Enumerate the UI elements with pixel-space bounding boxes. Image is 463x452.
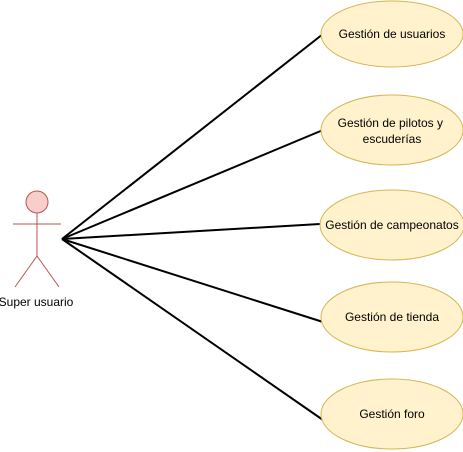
- use-case-label: Gestión de tienda: [345, 310, 439, 324]
- association-line-campeonatos: [61, 223, 321, 240]
- association-line-tienda: [61, 238, 324, 323]
- associations: [61, 33, 324, 421]
- use-case-pilotos-escuderias[interactable]: Gestión de pilotos y escuderías: [320, 94, 463, 166]
- use-case-label-line: Gestión de campeonatos: [325, 218, 458, 232]
- use-case-label: Gestión de usuarios: [339, 27, 446, 41]
- actor-right-leg: [36, 255, 60, 288]
- use-case-tienda[interactable]: Gestión de tienda: [320, 281, 463, 353]
- use-case-ellipse: [320, 94, 463, 166]
- use-case-label-line: Gestión de tienda: [345, 310, 439, 324]
- use-case-usuarios[interactable]: Gestión de usuarios: [320, 0, 463, 68]
- use-case-ellipse: [320, 281, 463, 353]
- use-case-label: Gestión de pilotos y escuderías: [338, 116, 447, 146]
- use-case-campeonatos[interactable]: Gestión de campeonatos: [319, 189, 463, 261]
- use-case-label-line: Gestión de usuarios: [339, 27, 446, 41]
- actor-left-leg: [14, 255, 38, 288]
- use-case-label-line: Gestión de pilotos y: [338, 116, 443, 130]
- association-line-foro: [61, 238, 324, 421]
- actor-head: [25, 190, 49, 214]
- association-line-pilotos: [61, 129, 324, 240]
- use-case-label-line: Gestión foro: [359, 407, 425, 421]
- use-case-label: Gestión foro: [359, 407, 425, 421]
- actor-label: Super usuario: [0, 295, 74, 309]
- use-case-ellipse: [319, 189, 463, 261]
- use-case-label: Gestión de campeonatos: [325, 218, 458, 232]
- use-case-ellipse: [320, 378, 463, 450]
- use-case-label-line: escuderías: [363, 132, 422, 146]
- actor-super-usuario[interactable]: Super usuario: [0, 190, 74, 309]
- association-line-usuarios: [61, 33, 324, 240]
- use-case-foro[interactable]: Gestión foro: [320, 378, 463, 450]
- use-case-ellipse: [320, 0, 463, 68]
